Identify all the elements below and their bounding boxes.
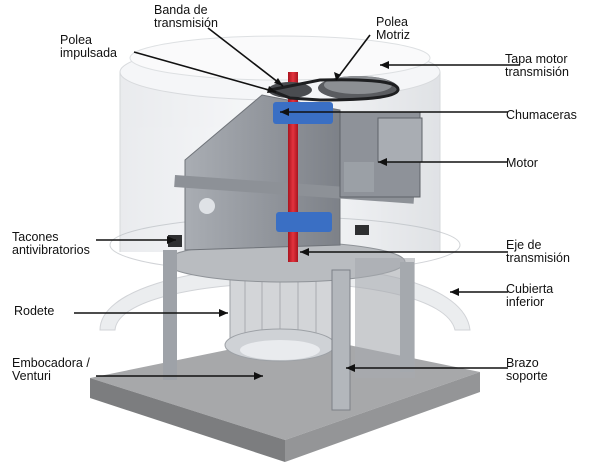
label-banda: Banda de transmisión [154,3,218,30]
label-rodete: Rodete [14,304,55,318]
leader-lines [74,27,520,377]
label-polea-impulsada: Polea impulsada [60,33,117,60]
label-brazo: Brazo soporte [506,356,548,383]
label-embocadora: Embocadora / Venturi [12,356,90,383]
leader-polea-impulsada [133,51,277,93]
leader-banda [207,27,284,87]
label-chumaceras: Chumaceras [506,108,577,122]
pulley-belt [264,76,400,102]
support-arms [163,250,415,411]
label-polea-motriz: Polea Motriz [376,15,411,42]
drive-shaft [288,72,298,262]
label-eje: Eje de transmisión [506,238,570,265]
bearings [273,102,333,232]
label-tapa-motor: Tapa motor transmisión [505,52,569,79]
label-tacones: Tacones antivibratorios [12,230,90,257]
leader-arrowheads [167,61,459,380]
label-motor: Motor [506,156,538,170]
label-cubierta: Cubierta inferior [506,282,554,309]
impeller [224,269,341,362]
motor [339,111,423,235]
leader-polea-motriz [335,34,371,81]
